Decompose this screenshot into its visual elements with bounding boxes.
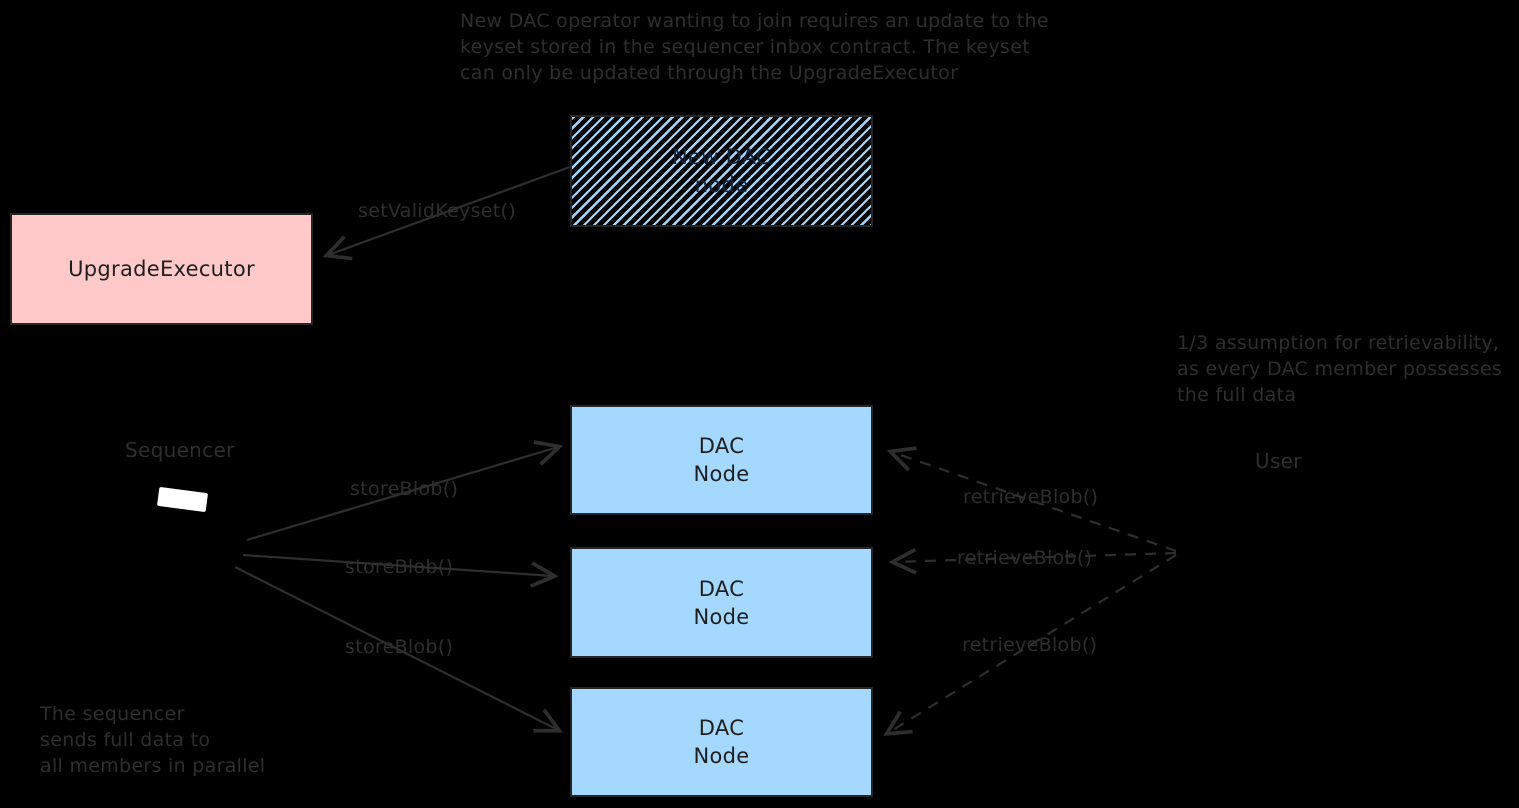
dac-node-label: DAC Node — [693, 576, 750, 629]
dac-node-box-2: DAC Node — [570, 547, 873, 658]
parallel-note: The sequencer sends full data to all mem… — [40, 703, 266, 777]
new-dac-node-label: New DAC node — [671, 145, 772, 197]
sequencer-icon-highlight — [156, 486, 209, 513]
upgrade-executor-box: UpgradeExecutor — [10, 213, 313, 325]
set-valid-keyset-label: setValidKeyset() — [358, 200, 516, 222]
store-blob-label-1: storeBlob() — [350, 478, 459, 500]
new-dac-node-box: New DAC node — [570, 115, 873, 227]
top-note: New DAC operator wanting to join require… — [460, 10, 1049, 84]
retrieve-blob-label-3: retrieveBlob() — [962, 634, 1098, 656]
assumption-note: 1/3 assumption for retrievability, as ev… — [1177, 332, 1503, 406]
dac-node-label: DAC Node — [693, 434, 750, 486]
store-blob-label-2: storeBlob() — [345, 556, 454, 578]
store-blob-label-3: storeBlob() — [345, 636, 454, 658]
user-label: User — [1255, 449, 1302, 473]
dac-node-label: DAC Node — [693, 716, 750, 768]
dac-node-box-1: DAC Node — [570, 405, 873, 515]
upgrade-executor-label: UpgradeExecutor — [68, 257, 255, 281]
retrieve-blob-label-2: retrieveBlob() — [957, 547, 1093, 569]
sequencer-label: Sequencer — [125, 438, 235, 462]
dac-node-box-3: DAC Node — [570, 687, 873, 797]
retrieve-blob-label-1: retrieveBlob() — [963, 486, 1099, 508]
